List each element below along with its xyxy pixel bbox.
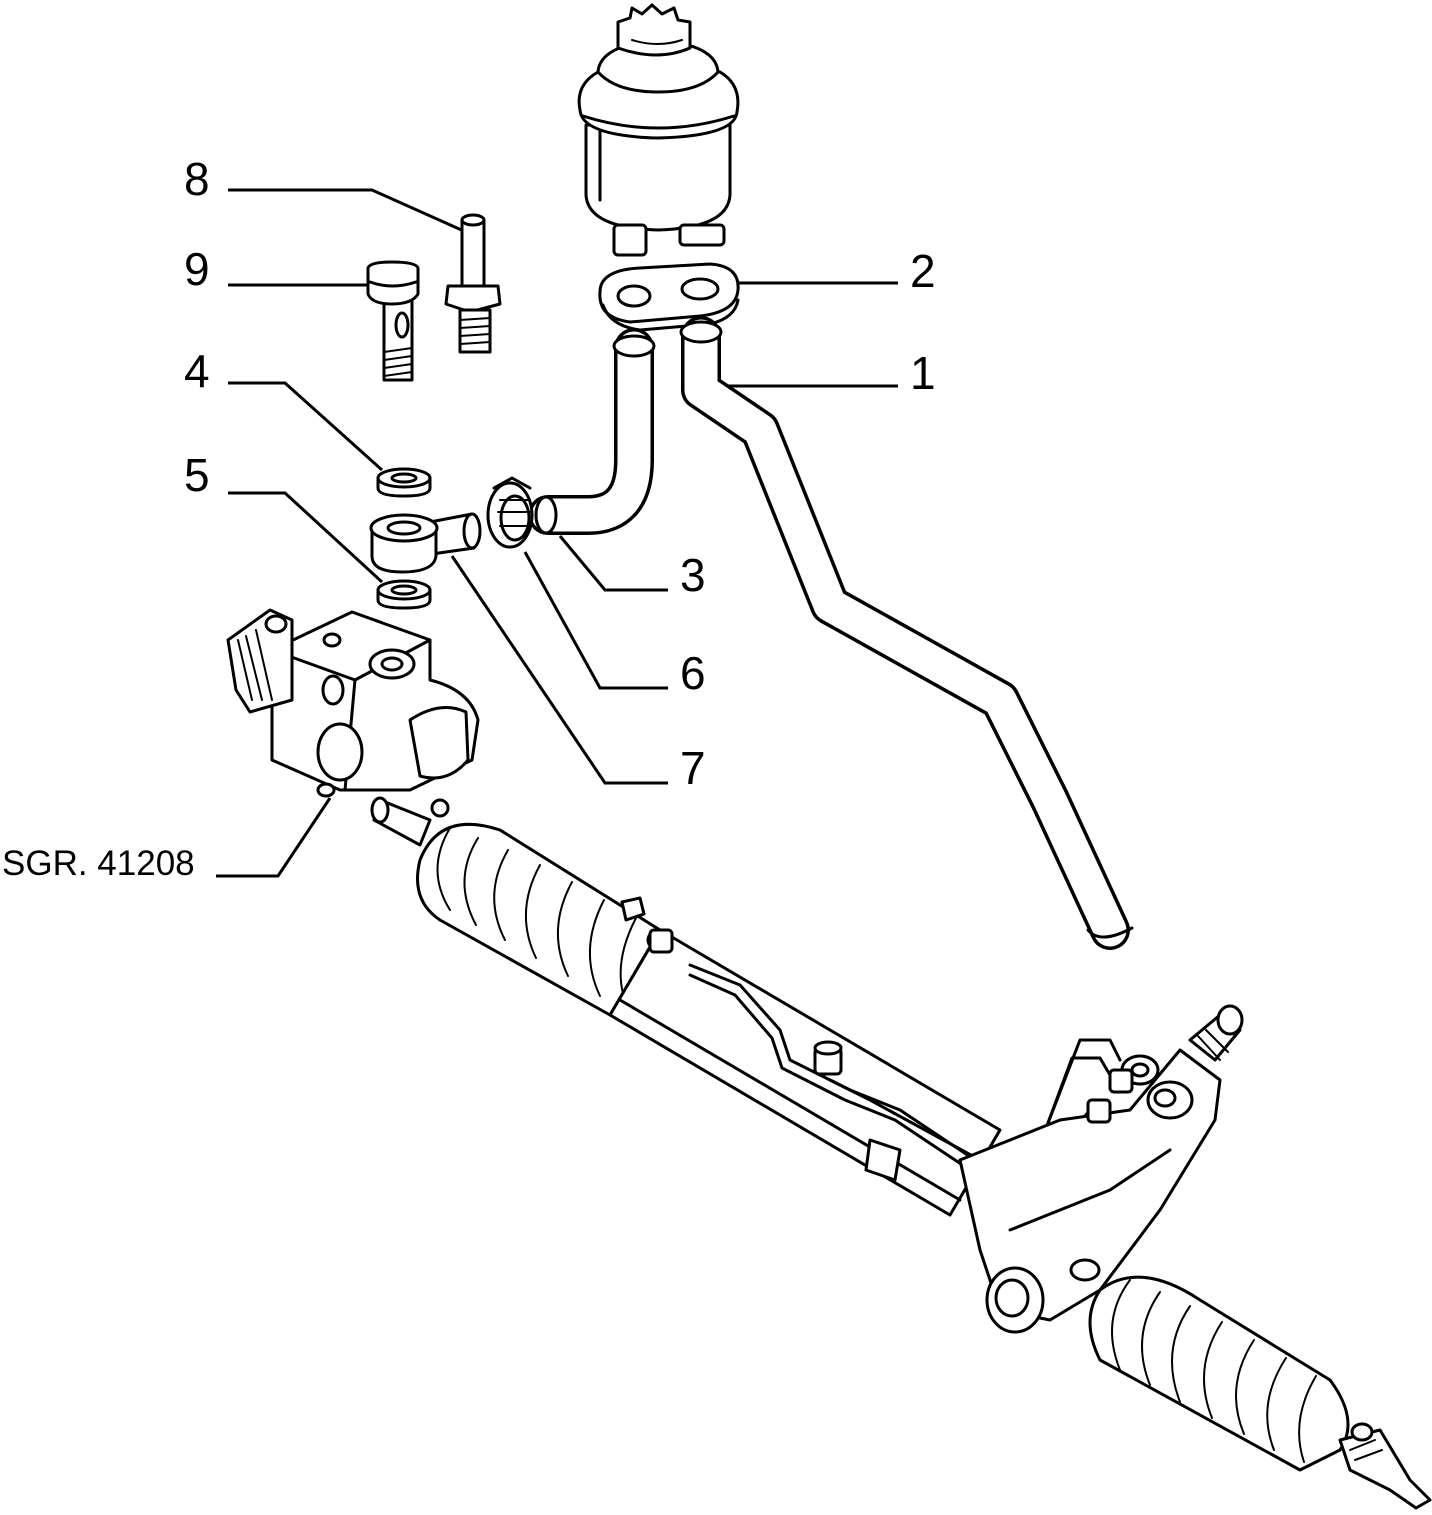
- leader-3: [558, 535, 668, 592]
- return-hose-1: [679, 316, 1134, 950]
- leader-8: [228, 188, 467, 234]
- leader-7: [450, 555, 668, 785]
- callout-7: 7: [680, 742, 706, 794]
- callout-8: 8: [184, 153, 210, 205]
- banjo-bolt-9: [366, 260, 420, 382]
- callout-3: 3: [680, 549, 706, 601]
- supply-hose-3: [528, 328, 656, 535]
- bleed-nipple-8: [444, 213, 502, 354]
- valve-housing: [226, 608, 480, 798]
- washer-5: [376, 579, 432, 610]
- callout-5: 5: [184, 449, 210, 501]
- callout-2: 2: [910, 245, 936, 297]
- leader-lines: [216, 188, 898, 878]
- callout-9: 9: [184, 243, 210, 295]
- callout-4: 4: [184, 345, 210, 397]
- leader-5: [228, 491, 384, 584]
- callout-1: 1: [910, 347, 936, 399]
- reference-label: SGR. 41208: [2, 844, 195, 883]
- washer-4: [376, 467, 432, 498]
- seal-plate-2: [598, 262, 740, 332]
- callout-6: 6: [680, 647, 706, 699]
- banjo-fitting-7: [369, 512, 482, 574]
- leader-4: [228, 381, 384, 472]
- hose-clamp-6: [486, 476, 534, 549]
- leader-ref: [216, 797, 332, 878]
- leader-6: [523, 551, 668, 690]
- fluid-reservoir: [577, 3, 740, 257]
- steering-rack: [370, 796, 1432, 1510]
